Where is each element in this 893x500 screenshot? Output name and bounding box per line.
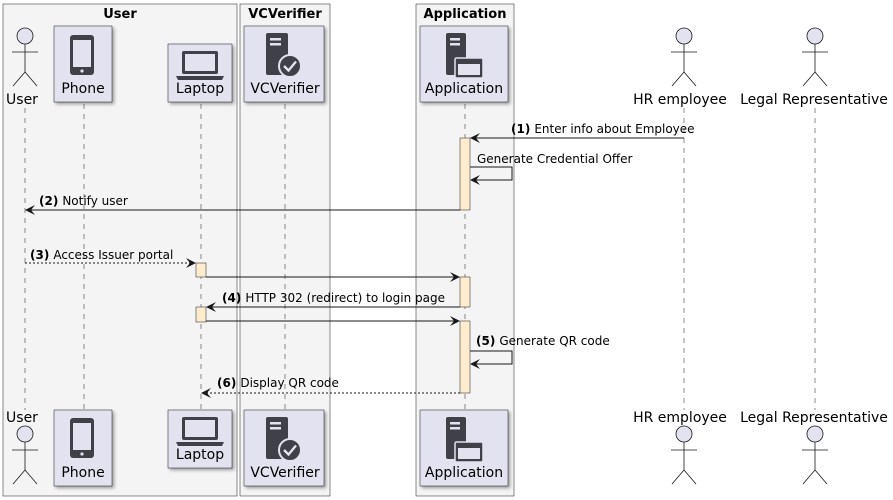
box-vcverifier-title: VCVerifier [248,7,322,22]
message-number-3: (3) [30,248,49,262]
participant-user-bottom: User [6,410,38,485]
laptop-icon [176,51,224,80]
participant-application-bottom: Application [419,409,509,487]
activations [195,137,471,394]
message-text-self-1: Generate Credential Offer [477,152,633,166]
message-number-2: (2) [39,194,58,208]
smartphone-icon [70,35,94,75]
activation-application-3 [459,320,471,394]
message-label-5: (5) Generate QR code [476,334,610,348]
participant-label-phone-bottom: Phone [61,465,104,481]
participant-laptop-bottom: Laptop [167,409,233,469]
participant-phone-bottom: Phone [53,409,113,487]
actor-figure-icon [12,27,38,87]
participant-hr-bottom: HR employee [633,410,727,485]
message-number-6: (6) [217,376,236,390]
participant-label-legal-bottom: Legal Representative [740,410,888,426]
message-text-4: HTTP 302 (redirect) to login page [245,291,445,305]
message-label-4: (4) HTTP 302 (redirect) to login page [222,291,445,305]
messages [25,133,684,398]
participant-hr-top: HR employee [633,27,727,108]
actor-figure-icon [12,425,38,485]
message-arrow-5 [470,350,513,369]
message-text-2: Notify user [62,194,128,208]
participant-label-vcverifier-bottom: VCVerifier [250,465,320,481]
activation-laptop-1 [195,262,207,278]
server-window-icon [446,33,484,79]
message-number-4: (4) [222,291,241,305]
participant-label-phone: Phone [61,81,104,97]
actor-figure-icon [802,425,828,485]
message-label-self-1: Generate Credential Offer [477,152,633,166]
participant-label-legal: Legal Representative [740,92,888,108]
participant-label-user-bottom: User [6,410,38,426]
message-label-6: (6) Display QR code [217,376,339,390]
participant-label-laptop-bottom: Laptop [176,447,224,463]
participant-label-laptop: Laptop [176,81,224,97]
message-text-6: Display QR code [240,376,339,390]
activation-application-2 [459,276,471,308]
participant-label-application-bottom: Application [425,465,503,481]
participant-label-hr: HR employee [633,92,727,108]
message-text-3: Access Issuer portal [53,248,173,262]
activation-application-1 [459,137,471,211]
box-application-title: Application [424,7,507,22]
activation-laptop-2 [195,306,207,323]
participant-label-hr-bottom: HR employee [633,410,727,426]
server-check-icon [266,417,302,462]
participant-legal-bottom: Legal Representative [740,410,888,485]
message-number-5: (5) [476,334,495,348]
message-text-1: Enter info about Employee [534,122,694,136]
actor-figure-icon [671,27,697,87]
message-label-3: (3) Access Issuer portal [30,248,173,262]
participant-legal-top: Legal Representative [740,27,888,108]
server-check-icon [266,33,302,78]
actor-figure-icon [671,425,697,485]
participant-label-application: Application [425,81,503,97]
server-window-icon [446,417,484,463]
message-label-2: (2) Notify user [39,194,128,208]
participant-phone-top: Phone [53,25,113,103]
message-number-1: (1) [511,122,530,136]
participant-label-vcverifier: VCVerifier [250,81,320,97]
participant-user-top: User [6,27,38,108]
participant-application-top: Application [419,25,509,103]
participant-vcverifier-bottom: VCVerifier [243,409,325,487]
actor-figure-icon [802,27,828,87]
message-label-1: (1) Enter info about Employee [511,122,695,136]
box-user-title: User [103,7,137,22]
participant-laptop-top: Laptop [167,43,233,103]
smartphone-icon [70,418,94,458]
message-arrow-self-1 [470,166,513,185]
participant-label-user: User [6,92,38,108]
laptop-icon [176,417,224,446]
participant-vcverifier-top: VCVerifier [243,25,325,103]
message-text-5: Generate QR code [499,334,609,348]
